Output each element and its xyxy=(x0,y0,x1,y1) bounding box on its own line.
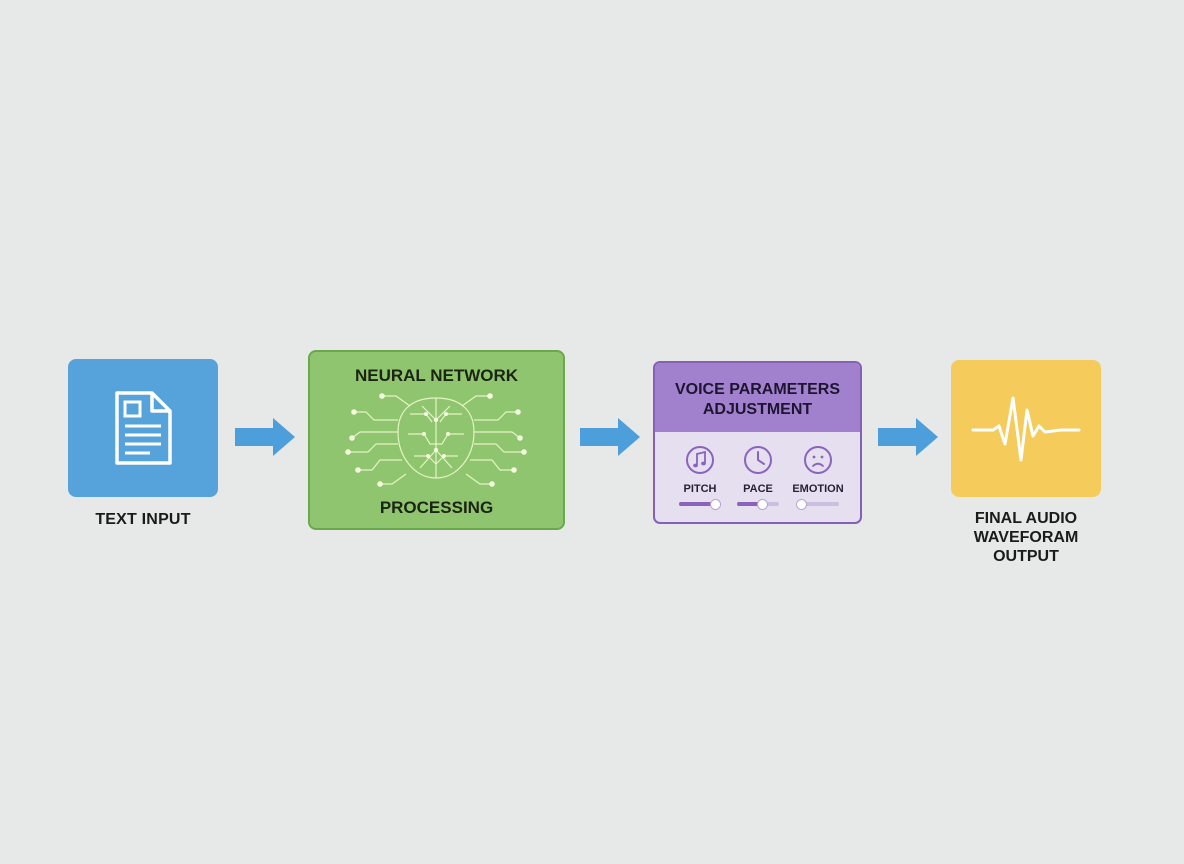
emotion-control[interactable]: EMOTION xyxy=(787,445,849,511)
voice-parameters-header: VOICE PARAMETERS ADJUSTMENT xyxy=(655,363,860,432)
arrow-right-icon xyxy=(878,418,938,456)
emotion-label: EMOTION xyxy=(792,483,844,495)
pace-label: PACE xyxy=(743,483,773,495)
audio-output-label-line-1: FINAL AUDIO xyxy=(974,510,1078,527)
neural-network-title: NEURAL NETWORK xyxy=(354,366,519,385)
sad-face-icon xyxy=(804,446,832,474)
clock-icon xyxy=(744,446,772,474)
voice-parameters-title-line-1: VOICE PARAMETERS xyxy=(674,381,841,398)
pitch-slider-thumb[interactable] xyxy=(709,499,721,510)
circuit-brain-icon xyxy=(345,393,527,487)
pace-slider-fill xyxy=(737,502,763,506)
emotion-slider-thumb[interactable] xyxy=(796,499,808,510)
pitch-slider-fill xyxy=(679,502,715,506)
audio-output-label-line-2: WAVEFORAM xyxy=(973,529,1079,546)
music-note-icon xyxy=(686,446,714,474)
text-input-label: TEXT INPUT xyxy=(95,511,191,528)
pitch-control[interactable]: PITCH xyxy=(669,445,731,511)
pace-slider[interactable] xyxy=(737,499,779,510)
text-input-card xyxy=(68,359,218,497)
arrow-right-icon xyxy=(580,418,640,456)
arrow-right-icon xyxy=(235,418,295,456)
audio-output-label-line-3: OUTPUT xyxy=(993,548,1059,565)
voice-parameters-title-line-2: ADJUSTMENT xyxy=(702,401,813,418)
emotion-slider[interactable] xyxy=(796,499,839,510)
pace-slider-thumb[interactable] xyxy=(757,499,769,510)
document-icon xyxy=(115,391,172,465)
waveform-icon xyxy=(971,396,1081,462)
audio-output-card xyxy=(951,360,1101,497)
voice-parameters-card: VOICE PARAMETERS ADJUSTMENT PITCH PACE xyxy=(653,361,862,524)
pace-control[interactable]: PACE xyxy=(727,445,789,511)
pitch-slider[interactable] xyxy=(679,499,721,510)
neural-network-card: NEURAL NETWORK xyxy=(308,350,565,530)
neural-network-subtitle: PROCESSING xyxy=(379,498,494,517)
pitch-label: PITCH xyxy=(683,483,717,495)
